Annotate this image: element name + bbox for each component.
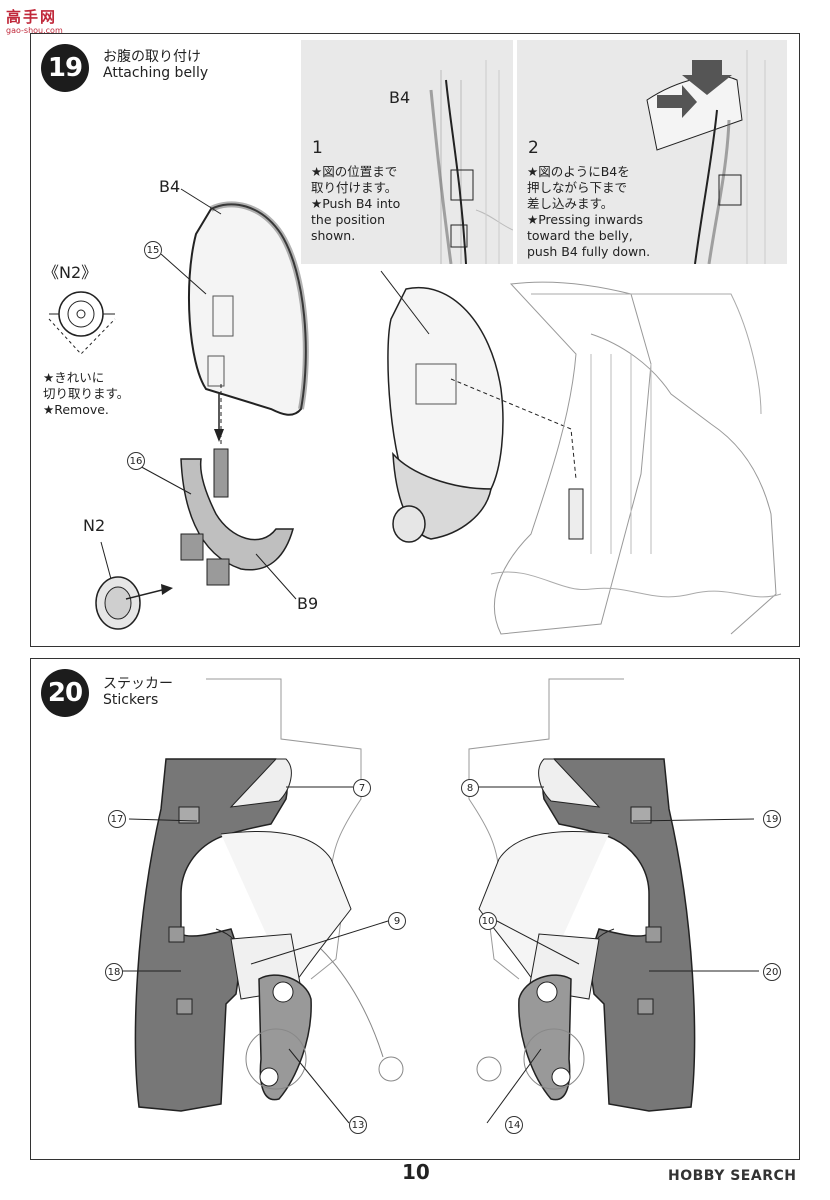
step-20-title-en: Stickers <box>103 692 159 708</box>
inset-2-text-2: 押しながら下まで <box>527 180 628 195</box>
inset-1-text-4: the position <box>311 212 385 227</box>
step-19-panel: 19 お腹の取り付け Attaching belly B4 15 《N2》 ★き… <box>30 33 800 647</box>
remove-note-line-1: ★きれいに <box>43 370 105 385</box>
sticker-number-16: 16 <box>127 452 145 470</box>
inset-1-text-3: ★Push B4 into <box>311 196 401 211</box>
page-number: 10 <box>402 1160 430 1184</box>
watermark-title: 高手网 <box>6 8 58 26</box>
sticker-number-18: 18 <box>105 963 123 981</box>
inset-1: 1 B4 ★図の位置まで 取り付けます。 ★Push B4 into the p… <box>301 40 513 264</box>
step-19-title-en: Attaching belly <box>103 65 209 81</box>
part-label-b9: B9 <box>297 594 319 613</box>
sticker-number-14: 14 <box>505 1116 523 1134</box>
inset-2-text-1: ★図のようにB4を <box>527 164 630 179</box>
brand-watermark: HOBBY SEARCH <box>668 1168 797 1184</box>
sticker-number-7: 7 <box>353 779 371 797</box>
inset-2-text-4: ★Pressing inwards <box>527 212 644 227</box>
step-19-badge: 19 <box>41 44 89 92</box>
inset-1-part-b4: B4 <box>389 88 411 107</box>
inset-1-text-1: ★図の位置まで <box>311 164 398 179</box>
sticker-number-10: 10 <box>479 912 497 930</box>
step-20-title-jp: ステッカー <box>103 676 173 692</box>
step-19-title-jp: お腹の取り付け <box>103 49 201 65</box>
inset-1-number: 1 <box>312 138 323 158</box>
inset-2-text-6: push B4 fully down. <box>527 244 651 259</box>
sticker-number-15: 15 <box>144 241 162 259</box>
inset-2-text-5: toward the belly, <box>527 228 633 243</box>
inset-2-number: 2 <box>528 138 539 158</box>
step-20-badge: 20 <box>41 669 89 717</box>
part-label-b4: B4 <box>159 177 181 196</box>
remove-note-line-2: 切り取ります。 <box>43 386 130 401</box>
step-20-illustration <box>121 678 759 1124</box>
sticker-number-8: 8 <box>461 779 479 797</box>
runner-label-n2: 《N2》 <box>43 263 98 282</box>
watermark-url: gao-shou.com <box>6 26 63 35</box>
inset-2-drawing <box>646 50 766 264</box>
watermark-logo: 高手网 gao-shou.com <box>6 6 76 40</box>
remove-note-line-3: ★Remove. <box>43 402 109 417</box>
inset-2-text-3: 差し込みます。 <box>527 196 614 211</box>
inset-1-drawing <box>429 60 513 264</box>
sticker-number-20: 20 <box>763 963 781 981</box>
sticker-number-9: 9 <box>388 912 406 930</box>
part-label-n2: N2 <box>83 516 106 535</box>
sticker-number-13: 13 <box>349 1116 367 1134</box>
inset-1-text-5: shown. <box>311 228 356 243</box>
inset-1-text-2: 取り付けます。 <box>311 180 398 195</box>
step-19-illustration <box>48 188 782 635</box>
step-20-panel: 20 ステッカー Stickers 7 8 9 10 13 14 17 18 1… <box>30 658 800 1160</box>
sticker-number-19: 19 <box>763 810 781 828</box>
inset-2: 2 ★図のようにB4を 押しながら下まで 差し込みます。 ★Pressing i… <box>517 40 787 264</box>
sticker-number-17: 17 <box>108 810 126 828</box>
